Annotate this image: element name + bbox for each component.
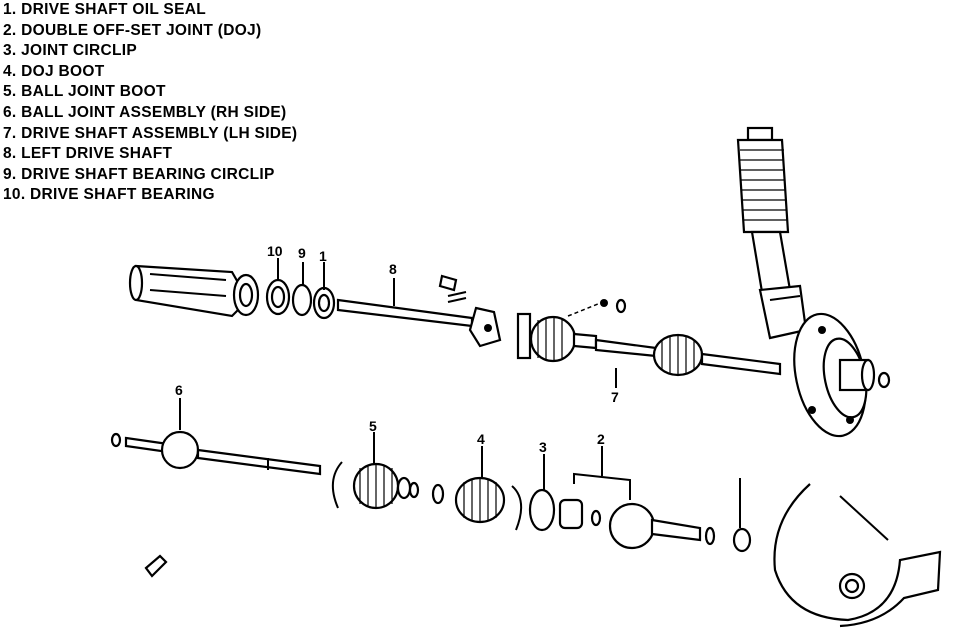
callout-9: 9 (298, 245, 306, 261)
callout-3: 3 (539, 439, 547, 455)
legend-item-3: 3. JOINT CIRCLIP (3, 42, 137, 60)
legend-item-5: 5. BALL JOINT BOOT (3, 83, 166, 101)
wheel-hub (793, 312, 891, 438)
legend-item-10: 10. DRIVE SHAFT BEARING (3, 186, 215, 204)
callout-10: 10 (267, 243, 283, 259)
legend-item-7: 7. DRIVE SHAFT ASSEMBLY (LH SIDE) (3, 124, 298, 142)
callout-5: 5 (369, 418, 377, 434)
double-offset-joint (558, 472, 752, 553)
callout-8: 8 (389, 261, 397, 277)
callout-2: 2 (597, 431, 605, 447)
drive-shaft-bearing (265, 278, 291, 316)
transmission-case (773, 483, 942, 628)
ball-joint-boot (331, 461, 420, 510)
legend-item-1: 1. DRIVE SHAFT OIL SEAL (3, 1, 206, 18)
doj-boot (431, 476, 523, 531)
joint-circlip (528, 488, 556, 532)
legend-item-2: 2. DOUBLE OFF-SET JOINT (DOJ) (3, 21, 262, 39)
legend-item-6: 6. BALL JOINT ASSEMBLY (RH SIDE) (3, 103, 287, 121)
drive-shaft-assembly-lh (516, 298, 782, 377)
transaxle-housing (128, 264, 260, 318)
parts-legend: 1. DRIVE SHAFT OIL SEAL 2. DOUBLE OFF-SE… (3, 0, 297, 206)
small-bolt (144, 554, 168, 578)
bearing-circlip (291, 283, 313, 317)
legend-item-9: 9. DRIVE SHAFT BEARING CIRCLIP (3, 165, 275, 183)
callout-6: 6 (175, 382, 183, 398)
oil-seal (312, 286, 336, 320)
callout-1: 1 (319, 248, 327, 264)
strut-assembly (736, 126, 808, 340)
legend-item-4: 4. DOJ BOOT (3, 62, 105, 80)
left-drive-shaft (336, 274, 502, 348)
callout-4: 4 (477, 431, 485, 447)
callout-7: 7 (611, 389, 619, 405)
ball-joint-assembly-rh (110, 430, 322, 476)
callout-lines (179, 258, 617, 490)
legend-item-8: 8. LEFT DRIVE SHAFT (3, 145, 173, 163)
